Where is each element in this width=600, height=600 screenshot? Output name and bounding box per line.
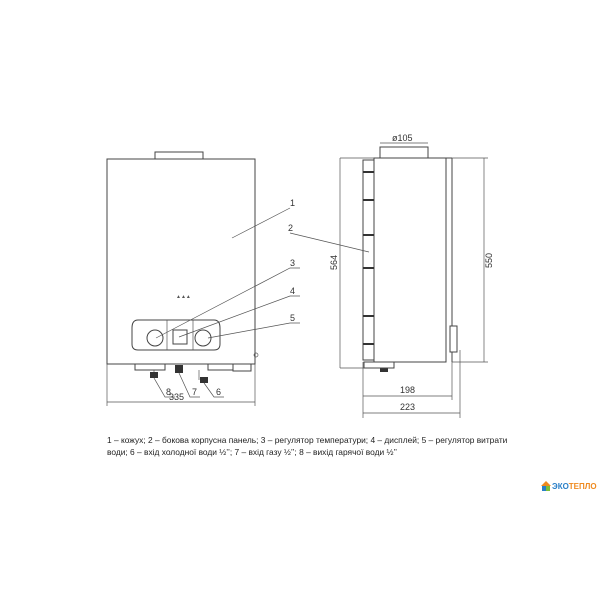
side-panel-segments: [363, 171, 374, 345]
water-flow-knob: [194, 329, 212, 347]
dim-total-height: 564: [329, 255, 339, 270]
callout-6: 6: [216, 387, 221, 397]
flue-outlet: [154, 151, 204, 160]
dim-flue-diameter: ø105: [392, 133, 413, 143]
callout-2: 2: [288, 223, 293, 233]
caption-line-1: 1 – кожух; 2 – бокова корпусна панель; 3…: [107, 435, 508, 445]
logo-part-2: ТЕПЛО: [568, 481, 597, 491]
callout-8: 8: [166, 387, 171, 397]
side-view: ø105 564 550 198 223: [289, 133, 494, 418]
side-panel: [362, 159, 375, 361]
callout-4: 4: [290, 286, 295, 296]
temperature-knob: [146, 329, 164, 347]
front-view: ▲▲▲ 1 2 3 4 5 6 7 8: [106, 151, 300, 406]
dim-body-height: 550: [484, 253, 494, 268]
brand-mark: ▲▲▲: [176, 294, 191, 300]
callout-7: 7: [192, 387, 197, 397]
legend-caption: 1 – кожух; 2 – бокова корпусна панель; 3…: [107, 434, 527, 458]
callout-3: 3: [290, 258, 295, 268]
side-casing: [373, 157, 447, 363]
caption-line-2: води; 6 – вхід холодної води ½’’; 7 – вх…: [107, 447, 398, 457]
callout-5: 5: [290, 313, 295, 323]
fittings: [134, 363, 252, 383]
side-flue: [379, 146, 429, 159]
callout-1: 1: [290, 198, 295, 208]
house-icon: [541, 481, 551, 491]
dim-depth-total: 223: [400, 402, 415, 412]
logo-part-1: ЭКО: [552, 481, 569, 491]
dim-width: 335: [169, 392, 184, 402]
dim-depth-body: 198: [400, 385, 415, 395]
logo: ЭКОТЕПЛО: [541, 481, 597, 491]
